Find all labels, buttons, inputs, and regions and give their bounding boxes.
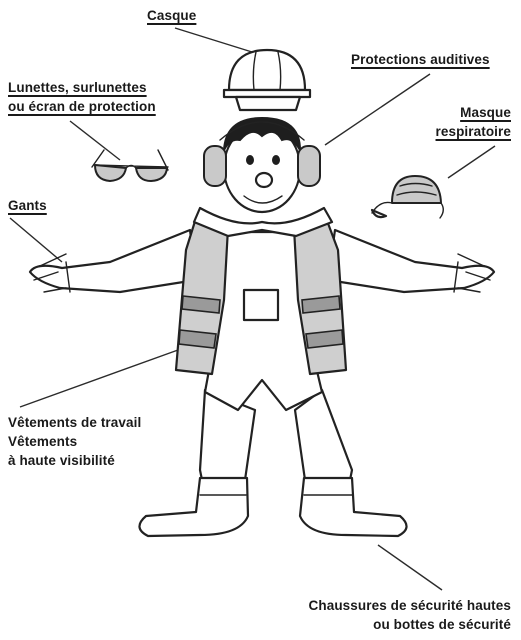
respirator-mask-icon — [370, 175, 444, 219]
right-arm — [326, 228, 496, 294]
label-gloves: Gants — [8, 198, 47, 213]
leader-ear — [324, 73, 431, 146]
helmet-icon — [222, 48, 312, 112]
leader-clothing — [19, 349, 179, 408]
glasses-icon — [91, 149, 169, 182]
leader-gloves — [9, 217, 63, 263]
label-shoes: Chaussures de sécurité hautes ou bottes … — [308, 598, 511, 632]
label-helmet: Casque — [147, 8, 197, 23]
bib-pocket — [242, 288, 280, 322]
right-boot — [298, 476, 408, 538]
leader-mask — [447, 145, 496, 179]
label-ear-protection: Protections auditives — [351, 52, 490, 67]
label-clothing: Vêtements de travail Vêtements à haute v… — [8, 415, 142, 468]
worker-figure — [28, 116, 496, 538]
left-arm — [28, 228, 198, 294]
right-leg — [293, 388, 354, 482]
leader-shoes — [377, 544, 443, 591]
label-mask: Masque respiratoire — [435, 105, 511, 139]
leader-lines — [9, 27, 496, 591]
leader-helmet — [174, 27, 253, 53]
ear-defenders-icon — [203, 121, 321, 187]
label-glasses: Lunettes, surlunettes ou écran de protec… — [8, 80, 156, 114]
left-boot — [138, 476, 250, 538]
leader-glasses — [69, 120, 121, 161]
